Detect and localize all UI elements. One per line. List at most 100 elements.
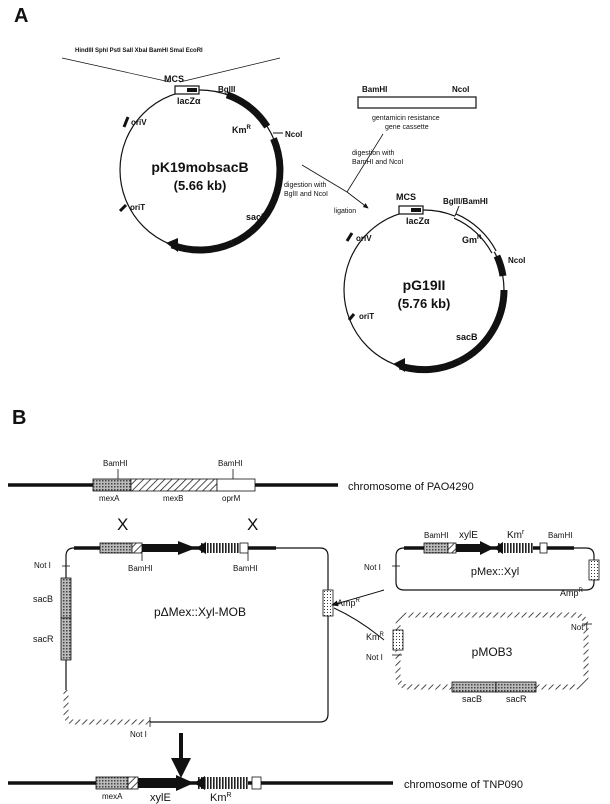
mcs-site-list: HindIII SphI PstI SalI XbaI BamHI SmaI E… (75, 48, 203, 54)
p2-gm-label: GmR (462, 235, 482, 245)
big-noti-top: Not I (34, 561, 51, 570)
cassette-ncoi-label: NcoI (452, 85, 469, 94)
pmex-bamhi-right: BamHI (548, 531, 572, 540)
pmex-stub-block (447, 542, 457, 554)
big-noti-bottom: Not I (130, 730, 147, 739)
p2-ncoi-label: NcoI (508, 256, 525, 265)
ligation-label: ligation (334, 208, 356, 215)
p1-ncoi-label: NcoI (285, 130, 302, 139)
tnp-xyle-label: xylE (150, 792, 171, 804)
cassette-desc-2: gene cassette (385, 124, 429, 131)
p2-bglii-bamhi-label: BglII/BamHI (443, 197, 488, 206)
big-mexa-block (99, 542, 133, 554)
big-oprm-stub (239, 542, 249, 554)
tnp-stub-block (127, 776, 139, 790)
chr1-bamhi-right: BamHI (218, 459, 242, 468)
big-km-block (200, 543, 240, 553)
pmob3-km-label: KmR (366, 632, 385, 642)
pmex-amp-block (588, 559, 600, 581)
big-bamhi-right: BamHI (233, 564, 257, 573)
chr1-bamhi-left: BamHI (103, 459, 127, 468)
big-sacr-block (60, 617, 72, 661)
chr1-mexb-label: mexB (163, 494, 183, 503)
tnp-km-label: KmR (210, 792, 232, 804)
big-bamhi-left: BamHI (128, 564, 152, 573)
big-km-arrowhead (196, 542, 206, 554)
crossover-right: X (247, 515, 258, 534)
big-amp-block (322, 589, 334, 617)
big-stub-block (131, 542, 143, 554)
oriv-marker (122, 116, 130, 128)
sacb-gene-arc-1 (230, 137, 284, 247)
mcs-bracket-left (61, 57, 171, 83)
pmex-km-arrowhead (494, 542, 503, 554)
digest-plasmid-1: digestion with (284, 182, 327, 189)
tnp-oprm-stub (251, 776, 262, 790)
pmob3-km-block (392, 629, 404, 651)
pmob3-sacb-block (451, 681, 497, 693)
p2-sacb-arc-2 (398, 357, 462, 374)
chr1-mexa-label: mexA (99, 494, 120, 503)
p2-sacb-arc-1 (458, 289, 508, 365)
chr1-oprm-label: oprM (222, 494, 241, 503)
pmex-km-label: Kmr (507, 529, 525, 541)
result-arrowhead (171, 758, 191, 778)
gentamicin-cassette (357, 96, 477, 109)
pmob3-sacb-label: sacB (462, 694, 482, 704)
pmex-bamhi-left: BamHI (424, 531, 448, 540)
chr2-label: chromosome of TNP090 (404, 779, 523, 791)
merge-arrow-top (331, 589, 385, 607)
p2-junction-marker (454, 205, 460, 217)
pmex-xyle-arrow (456, 541, 494, 555)
lacz-arrow (187, 88, 197, 92)
big-sacr-label: sacR (33, 634, 54, 644)
ligation-arrow (346, 191, 369, 209)
p2-oriv-label: oriV (356, 234, 372, 243)
sacb-arrowhead (166, 238, 178, 252)
panel-a-label: A (14, 5, 28, 27)
tnp-mexa-label: mexA (102, 792, 123, 801)
p1-orit-label: oriT (130, 203, 145, 212)
cassette-desc-1: gentamicin resistance (372, 115, 440, 122)
tnp-km-block (198, 777, 248, 789)
crossover-left: X (117, 515, 128, 534)
pmex-oprm-stub (539, 542, 548, 554)
pmex-name: pMex::Xyl (471, 566, 519, 578)
sacb-gene-arc-2 (170, 239, 234, 254)
big-xyle-arrow (142, 541, 196, 555)
p1-km-label: KmR (232, 125, 252, 135)
tnp-mexa-block (95, 776, 129, 790)
big-plasmid-mob-section (63, 690, 150, 725)
pmob3-sacr-block (495, 681, 537, 693)
p1-lacz-label: lacZα (177, 96, 201, 106)
mexb-block (130, 478, 218, 492)
p1-size: (5.66 kb) (174, 178, 227, 193)
plasmid-arrow (301, 164, 348, 193)
digest-plasmid-2: BglII and NcoI (284, 191, 328, 198)
p2-orit-label: oriT (359, 312, 374, 321)
big-sacb-label: sacB (33, 594, 53, 604)
digest-cassette-1: digestion with (352, 150, 395, 157)
p2-oriv-marker (345, 232, 354, 242)
merge-arrow-bottom (333, 607, 385, 641)
pmex-amp-label: AmpR (560, 588, 584, 598)
big-amp-label: AmpR (337, 598, 361, 608)
tnp-xyle-arrow (138, 775, 194, 791)
mexa-block (92, 478, 132, 492)
pmex-noti-label: Not I (364, 563, 381, 572)
p1-mcs-label: MCS (164, 74, 184, 84)
chr1-label: chromosome of PAO4290 (348, 481, 474, 493)
pmob3-name: pMOB3 (472, 645, 513, 659)
digest-cassette-2: BamHI and NcoI (352, 159, 403, 166)
mcs-bracket-right (179, 57, 281, 83)
p2-lacz-label: lacZα (406, 216, 430, 226)
p1-bglii-label: BglII (218, 85, 235, 94)
oprm-block (216, 478, 256, 492)
orit-marker (118, 203, 128, 213)
panel-b-label: B (12, 407, 26, 429)
p2-mcs-label: MCS (396, 192, 416, 202)
p2-orit-marker (347, 313, 356, 321)
p2-size: (5.76 kb) (398, 296, 451, 311)
pmex-backbone (395, 547, 595, 591)
